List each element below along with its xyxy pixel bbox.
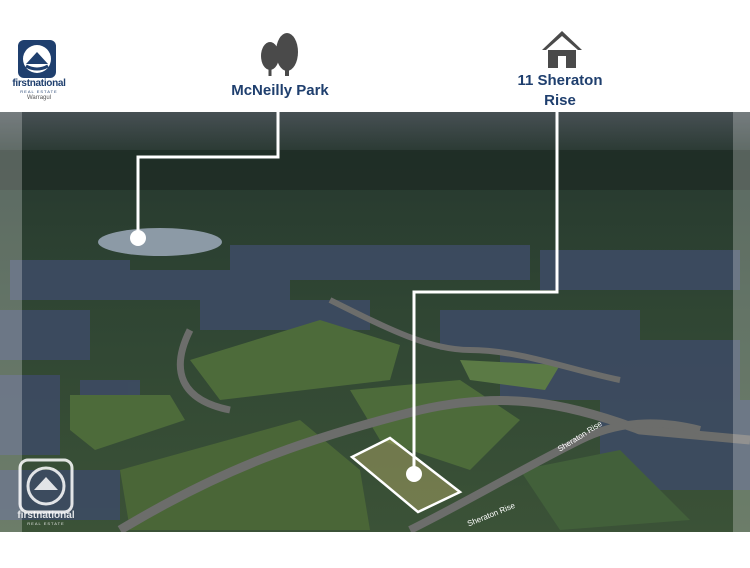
mcneilly-park-label: McNeilly Park — [231, 82, 329, 99]
brand-logo — [18, 40, 56, 78]
trees-icon — [261, 33, 298, 76]
sheraton-rise-label-line2: Rise — [544, 92, 576, 109]
house-icon — [542, 31, 582, 68]
mcneilly-park-connector — [136, 112, 280, 238]
mcneilly-park-marker-dot — [130, 230, 146, 246]
watermark-logo — [18, 458, 74, 514]
brand-name: firstnational — [12, 78, 66, 89]
brand-tagline: REAL ESTATE — [20, 89, 58, 94]
sheraton-rise-connector — [412, 112, 559, 474]
watermark-name: firstnational — [17, 510, 75, 521]
lake — [98, 228, 222, 256]
brand-office: Warragul — [26, 95, 52, 101]
sheraton-rise-label-line1: 11 Sheraton — [517, 72, 603, 89]
subject-lot-outline — [349, 436, 463, 514]
sheraton-rise-marker-dot — [406, 466, 422, 482]
watermark-tagline: REAL ESTATE — [27, 521, 65, 526]
